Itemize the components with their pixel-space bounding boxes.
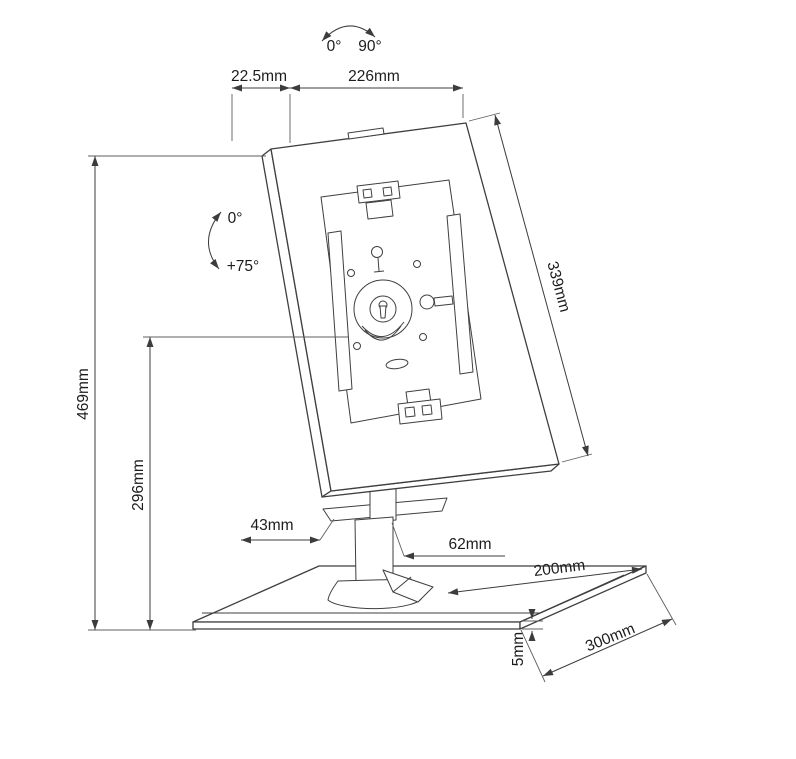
screw-hole	[413, 260, 421, 268]
dim-label-plate-thickness: 5mm	[510, 632, 527, 666]
extension-line	[319, 518, 335, 541]
right-slot-bar	[446, 213, 474, 375]
tilt-max-label: +75°	[227, 258, 260, 275]
rotation-arc-arrow	[321, 25, 376, 42]
bottom-clamp-slot	[421, 404, 433, 416]
side-key-shaft	[433, 295, 454, 307]
bottom-clamp-slot	[404, 406, 416, 418]
extension-line	[646, 573, 677, 626]
dim-label-total-height: 469mm	[75, 368, 92, 420]
top-clamp-hook	[365, 199, 394, 220]
extension-line	[520, 629, 546, 683]
keyhole-slot	[379, 305, 387, 319]
rotation-min-label: 0°	[327, 38, 342, 55]
stand-base-flap	[382, 569, 434, 603]
screw-hole	[353, 342, 361, 350]
dim-label-desk-depth: 200mm	[533, 557, 586, 580]
rotation-max-label: 90°	[358, 38, 381, 55]
key-tip	[373, 270, 385, 273]
pivot-knob	[353, 279, 413, 341]
dimension-line-enclosure-height	[494, 114, 589, 457]
extension-line	[391, 522, 405, 557]
tilt-min-label: 0°	[228, 210, 243, 227]
bottom-clamp-plate	[397, 398, 443, 425]
dim-label-bracket-depth: 43mm	[250, 517, 293, 534]
dim-label-enclosure-height: 339mm	[543, 260, 573, 314]
dim-label-bracket-width: 62mm	[448, 536, 491, 553]
knob-handle-inner	[364, 325, 402, 341]
key-stem	[377, 257, 380, 272]
stand-base-flap-fold-line	[392, 576, 412, 593]
side-key-head	[419, 294, 435, 310]
lock-key-top	[371, 246, 385, 273]
screw-hole	[419, 333, 427, 341]
desk-front-edge	[192, 621, 521, 630]
left-slot-bar	[327, 230, 353, 392]
tablet-enclosure	[261, 122, 560, 498]
dim-label-width: 226mm	[348, 68, 400, 85]
extension-line	[468, 112, 501, 122]
enclosure-top-tab	[347, 127, 385, 140]
dimension-line-desk-depth	[447, 566, 643, 596]
top-clamp	[356, 180, 401, 220]
dim-label-top-offset: 22.5mm	[231, 68, 287, 85]
key-ring	[371, 246, 383, 258]
tilt-arc-arrow	[208, 211, 222, 270]
dim-label-base-width: 300mm	[583, 620, 637, 655]
lock-key-side	[419, 294, 454, 310]
dim-label-pivot-height: 296mm	[130, 459, 147, 511]
top-clamp-slot	[362, 188, 373, 199]
cable-slot	[385, 358, 409, 370]
top-clamp-slot	[382, 186, 393, 197]
screw-hole	[347, 269, 355, 277]
dimension-line-base-width	[542, 618, 673, 677]
bottom-clamp	[397, 388, 443, 425]
